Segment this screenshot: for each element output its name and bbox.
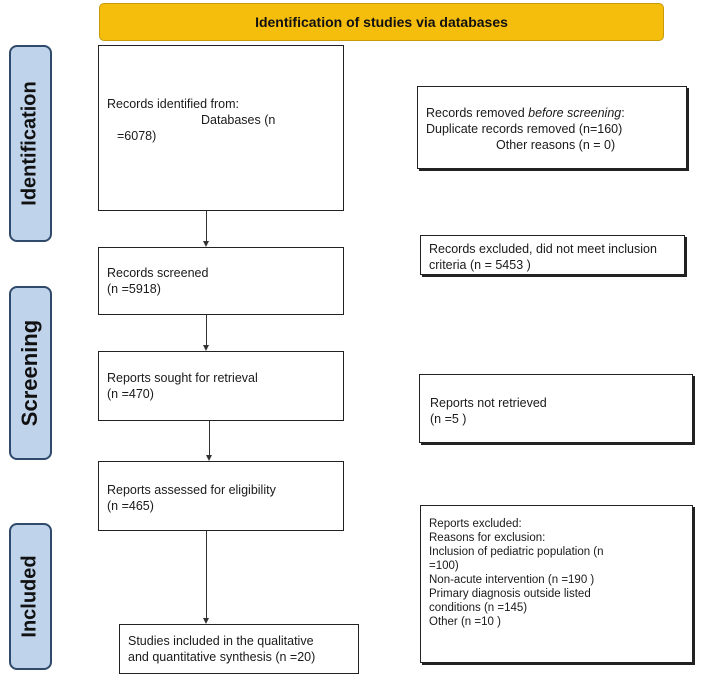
reports-assessed-line2: (n =465) [107,499,154,513]
studies-included-line2: and quantitative synthesis (n =20) [128,650,316,664]
reports-assessed-box: Reports assessed for eligibility (n =465… [98,461,344,531]
records-identified-line1: Records identified from: [107,97,240,111]
reports-excluded-line1: Reports excluded: [429,518,522,530]
records-screened-line1: Records screened [107,266,209,280]
records-screened-box: Records screened (n =5918) [98,247,344,315]
arrow-assessed-to-included-line [206,531,207,618]
header-title: Identification of studies via databases [255,14,508,30]
records-removed-line1-b: before screening [528,106,622,120]
records-removed-line1-c: : [621,106,625,120]
reports-excluded-line5: Non-acute intervention (n =190 ) [429,574,595,586]
records-screened-line2: (n =5918) [107,282,161,296]
phase-included: Included [9,523,52,670]
arrow-screened-to-sought-head [203,345,209,351]
records-excluded-line1: Records excluded, did not meet inclusion [429,242,657,256]
reports-assessed-line1: Reports assessed for eligibility [107,483,276,497]
phase-screening: Screening [9,286,52,460]
phase-identification: Identification [9,45,52,242]
records-removed-line2: Duplicate records removed (n=160) [426,122,623,136]
phase-identification-label: Identification [19,81,42,206]
reports-excluded-line8: Other (n =10 ) [429,616,501,628]
reports-not-retrieved-line1: Reports not retrieved [430,396,547,410]
records-identified-line3: =6078) [117,129,157,143]
reports-not-retrieved-line2: (n =5 ) [430,412,467,426]
arrow-screened-to-sought-line [206,315,207,345]
records-removed-line1-a: Records removed [426,106,529,120]
records-removed-box: Records removed before screening: Duplic… [417,86,687,169]
reports-excluded-line3: Inclusion of pediatric population (n [429,546,604,558]
arrow-identified-to-screened-line [206,211,207,241]
reports-excluded-line2: Reasons for exclusion: [429,532,546,544]
studies-included-line1: Studies included in the qualitative [128,634,314,648]
reports-excluded-line6: Primary diagnosis outside listed [429,588,591,600]
reports-sought-line1: Reports sought for retrieval [107,371,258,385]
records-removed-line1: Records removed before screening: [426,105,678,121]
records-excluded-box: Records excluded, did not meet inclusion… [420,235,685,275]
records-removed-line3: Other reasons (n = 0) [496,138,616,152]
phase-included-label: Included [19,555,42,638]
reports-sought-box: Reports sought for retrieval (n =470) [98,351,344,421]
arrow-identified-to-screened-head [203,241,209,247]
arrow-sought-to-assessed-line [209,421,210,455]
records-identified-line2: Databases (n [201,113,276,127]
reports-excluded-box: Reports excluded: Reasons for exclusion:… [420,505,693,663]
arrow-sought-to-assessed-head [206,455,212,461]
phase-screening-label: Screening [17,319,43,427]
records-identified-box: Records identified from: Databases (n =6… [98,45,344,211]
arrow-assessed-to-included-head [203,618,209,624]
studies-included-box: Studies included in the qualitative and … [119,624,359,674]
reports-not-retrieved-box: Reports not retrieved (n =5 ) [419,374,693,443]
reports-sought-line2: (n =470) [107,387,154,401]
reports-excluded-line7: conditions (n =145) [429,602,528,614]
header-bar: Identification of studies via databases [99,3,664,41]
reports-excluded-line4: =100) [429,560,459,572]
records-excluded-line2: criteria (n = 5453 ) [429,258,531,272]
